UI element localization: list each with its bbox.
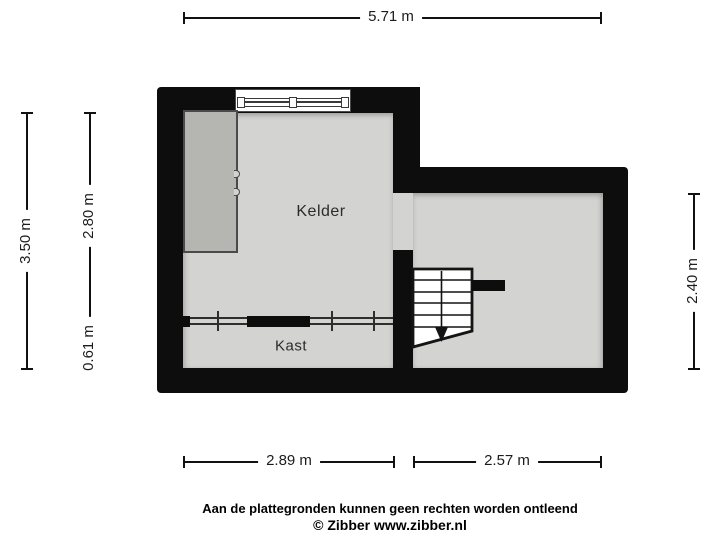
window-mullion-right (341, 97, 349, 108)
storage-unit (183, 110, 240, 253)
kast-partition (183, 311, 393, 331)
dimension-label-bottom-left: 2.89 m (258, 451, 320, 473)
window-symbol (235, 89, 351, 112)
stairs-arrow-icon (435, 327, 448, 342)
partition-wall-segment (247, 316, 310, 327)
partition-tick (331, 311, 333, 331)
dimension-label-left-lower: 0.61 m (79, 317, 101, 379)
window-mullion-left (237, 97, 245, 108)
partition-tick (373, 311, 375, 331)
window-mullion-center (289, 97, 297, 108)
partition-tick (217, 311, 219, 331)
floor-doorway (393, 193, 413, 250)
dimension-label-bottom-right: 2.57 m (476, 451, 538, 473)
credit-text: © Zibber www.zibber.nl (313, 517, 467, 533)
dimension-label-right: 2.40 m (683, 250, 705, 312)
dimension-label-top: 5.71 m (360, 7, 422, 29)
room-label-kast: Kast (274, 337, 308, 355)
room-label-kelder: Kelder (296, 203, 346, 220)
dimension-label-left-outer: 3.50 m (16, 210, 38, 272)
dimension-label-left-upper: 2.80 m (79, 185, 101, 247)
storage-hinge-icon (234, 170, 240, 178)
stair-side-wall (472, 280, 505, 291)
storage-hinge-icon (234, 188, 240, 196)
disclaimer-text: Aan de plattegronden kunnen geen rechten… (202, 501, 578, 516)
partition-wall-nub (183, 316, 190, 327)
staircase-icon (411, 267, 474, 349)
